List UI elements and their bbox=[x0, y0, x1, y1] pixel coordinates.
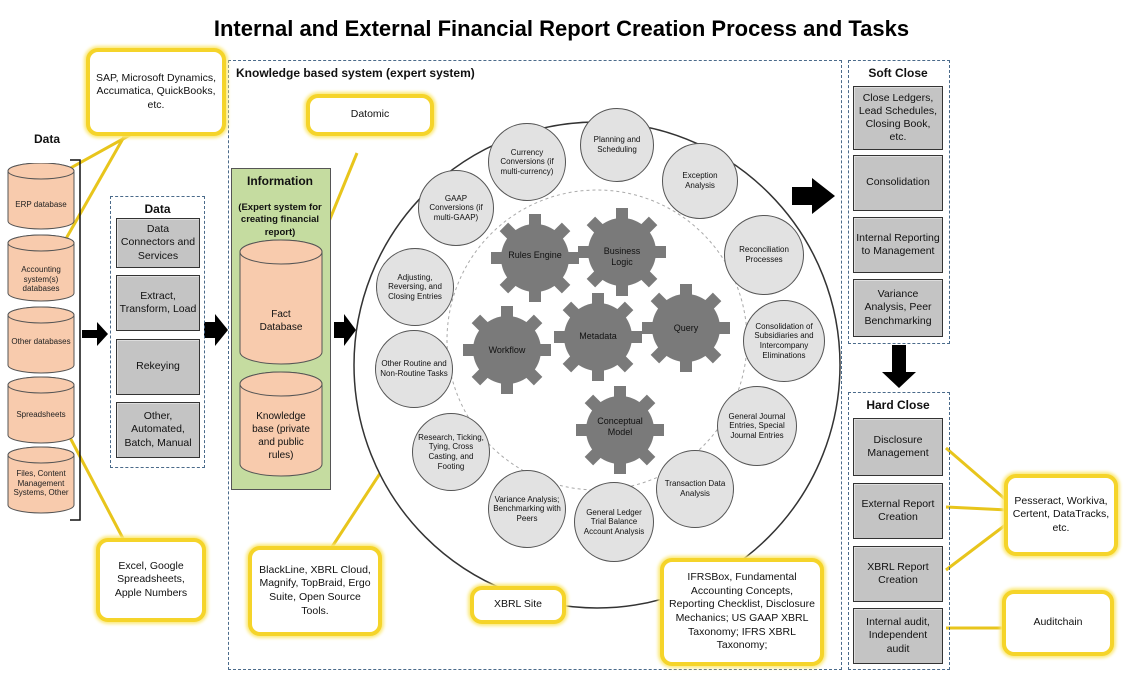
internal-reporting-box: Internal Reporting to Management bbox=[853, 217, 943, 273]
callout-datomic: Datomic bbox=[306, 94, 434, 136]
information-title: Information bbox=[247, 174, 313, 188]
cylinder-files: Files, Content Management Systems, Other bbox=[13, 469, 69, 498]
fact-database: Fact Database bbox=[259, 309, 303, 333]
data-bracket bbox=[70, 159, 81, 521]
soft-consolidation-box: Consolidation bbox=[853, 155, 943, 211]
kbs-label: Knowledge based system (expert system) bbox=[236, 66, 475, 80]
gear-label-business: Business Logic bbox=[603, 246, 641, 267]
sat-currency: Currency Conversions (if multi-currency) bbox=[488, 123, 566, 201]
sat-journal-entries: General Journal Entries, Special Journal… bbox=[717, 386, 797, 466]
callout-ifrsbox: IFRSBox, Fundamental Accounting Concepts… bbox=[660, 558, 824, 666]
flow-arrows bbox=[82, 178, 916, 388]
etl-box: Extract, Transform, Load bbox=[116, 275, 200, 331]
callout-erp-vendors: SAP, Microsoft Dynamics, Accumatica, Qui… bbox=[86, 48, 226, 136]
data-column-label: Data bbox=[144, 202, 171, 216]
soft-close-label: Soft Close bbox=[868, 66, 928, 80]
sat-other-routine: Other Routine and Non-Routine Tasks bbox=[375, 330, 453, 408]
knowledge-base: Knowledge base (private and public rules… bbox=[252, 411, 310, 461]
callout-xbrl-site: XBRL Site bbox=[470, 586, 566, 624]
hard-close-label: Hard Close bbox=[866, 398, 930, 412]
sat-reconciliation: Reconciliation Processes bbox=[724, 215, 804, 295]
sat-adjusting: Adjusting, Reversing, and Closing Entrie… bbox=[376, 248, 454, 326]
callout-auditchain: Auditchain bbox=[1002, 590, 1114, 656]
callout-pesseract: Pesseract, Workiva, Certent, DataTracks,… bbox=[1004, 474, 1118, 556]
kbs-area bbox=[228, 60, 842, 670]
data-connectors-box: Data Connectors and Services bbox=[116, 218, 200, 268]
cylinder-accounting: Accounting system(s) databases bbox=[21, 265, 61, 294]
gear-label-rules: Rules Engine bbox=[508, 250, 562, 260]
external-report-box: External Report Creation bbox=[853, 483, 943, 539]
sat-variance: Variance Analysis; Benchmarking with Pee… bbox=[488, 470, 566, 548]
soft-close-panel bbox=[848, 60, 950, 344]
cylinder-erp: ERP database bbox=[15, 200, 67, 209]
gear-label-conceptual: Conceptual Model bbox=[597, 416, 643, 437]
sat-exception: Exception Analysis bbox=[662, 143, 738, 219]
callout-spreadsheets: Excel, Google Spreadsheets, Apple Number… bbox=[96, 538, 206, 622]
sat-consolidation-subs: Consolidation of Subsidiaries and Interc… bbox=[743, 300, 825, 382]
callout-blackline: BlackLine, XBRL Cloud, Magnify, TopBraid… bbox=[248, 546, 382, 636]
variance-analysis-box: Variance Analysis, Peer Benchmarking bbox=[853, 279, 943, 337]
xbrl-report-box: XBRL Report Creation bbox=[853, 546, 943, 602]
info-cylinders bbox=[239, 239, 323, 477]
data-label: Data bbox=[33, 132, 60, 146]
other-batch-box: Other, Automated, Batch, Manual bbox=[116, 402, 200, 458]
gear-label-query: Query bbox=[673, 323, 699, 333]
soft-close-ledgers-box: Close Ledgers, Lead Schedules, Closing B… bbox=[853, 86, 943, 150]
sat-research: Research, Ticking, Tying, Cross Casting,… bbox=[412, 413, 490, 491]
rekeying-box: Rekeying bbox=[116, 339, 200, 395]
cylinder-spreadsheets: Spreadsheets bbox=[16, 410, 66, 419]
sat-transaction-data: Transaction Data Analysis bbox=[656, 450, 734, 528]
sat-gaap: GAAP Conversions (if multi-GAAP) bbox=[418, 170, 494, 246]
disclosure-mgmt-box: Disclosure Management bbox=[853, 418, 943, 476]
information-subtitle: (Expert system for creating financial re… bbox=[238, 202, 322, 238]
hard-close-panel bbox=[848, 392, 950, 670]
sat-gl-trial-balance: General Ledger Trial Balance Account Ana… bbox=[574, 482, 654, 562]
sat-planning: Planning and Scheduling bbox=[580, 108, 654, 182]
data-cylinders bbox=[7, 163, 75, 514]
audit-box: Internal audit, Independent audit bbox=[853, 608, 943, 664]
data-column bbox=[110, 196, 205, 468]
cylinder-other-db: Other databases bbox=[11, 337, 71, 346]
gear-label-workflow: Workflow bbox=[488, 345, 526, 355]
page-title: Internal and External Financial Report C… bbox=[213, 16, 910, 41]
gear-label-metadata: Metadata bbox=[579, 331, 617, 341]
